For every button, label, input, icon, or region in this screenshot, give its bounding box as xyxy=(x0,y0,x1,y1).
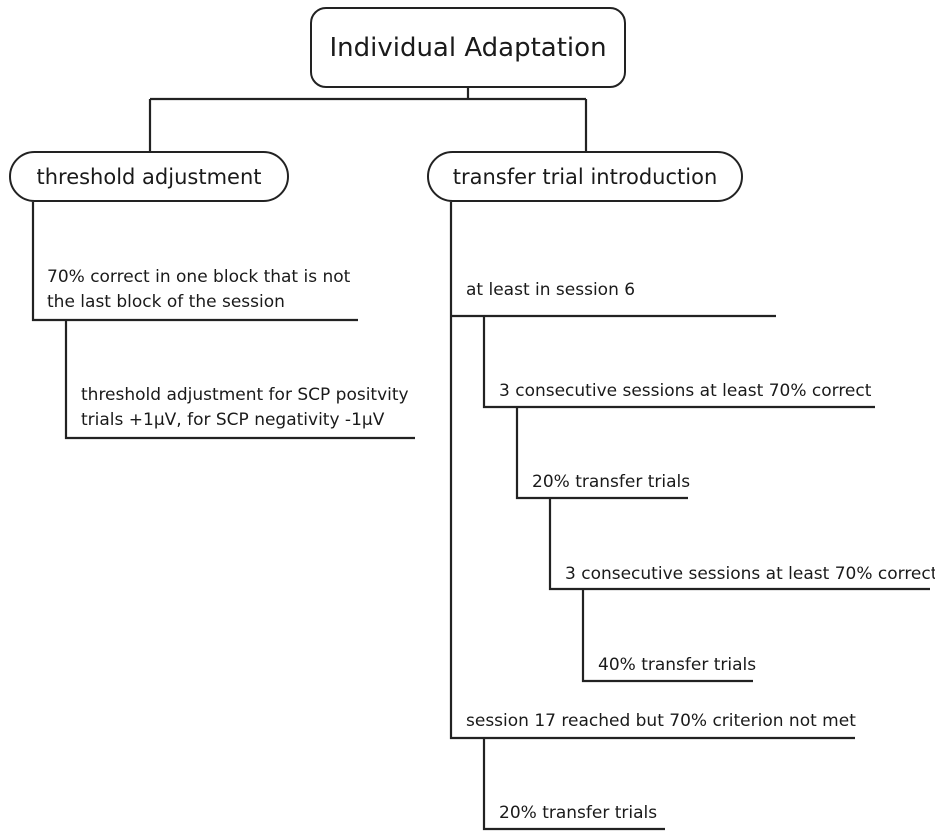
node-70-correct-block: 70% correct in one block that is not the… xyxy=(47,267,351,312)
right-chain-a xyxy=(451,314,875,409)
right-chain-d xyxy=(482,738,665,831)
node-at-least-session-6: at least in session 6 xyxy=(466,280,636,300)
branch-threshold-adjustment: threshold adjustment xyxy=(9,151,289,202)
right-trunk xyxy=(449,202,855,740)
branch-transfer-trial-introduction: transfer trial introduction xyxy=(427,151,743,202)
node-threshold-adjustment-details: threshold adjustment for SCP positvity t… xyxy=(81,385,409,430)
node-3-consecutive-sessions-1: 3 consecutive sessions at least 70% corr… xyxy=(499,381,872,401)
root-node: Individual Adaptation xyxy=(310,7,626,88)
node-40-transfer-trials: 40% transfer trials xyxy=(598,655,757,675)
node-20-transfer-trials-1: 20% transfer trials xyxy=(532,472,691,492)
node-3-consecutive-sessions-2: 3 consecutive sessions at least 70% corr… xyxy=(565,564,935,584)
left-chain xyxy=(31,202,415,440)
node-20-transfer-trials-2: 20% transfer trials xyxy=(499,803,658,823)
node-session-17-reached: session 17 reached but 70% criterion not… xyxy=(466,711,856,731)
right-chain-c xyxy=(581,589,753,683)
root-connector xyxy=(148,88,588,151)
right-chain-b xyxy=(515,407,930,591)
